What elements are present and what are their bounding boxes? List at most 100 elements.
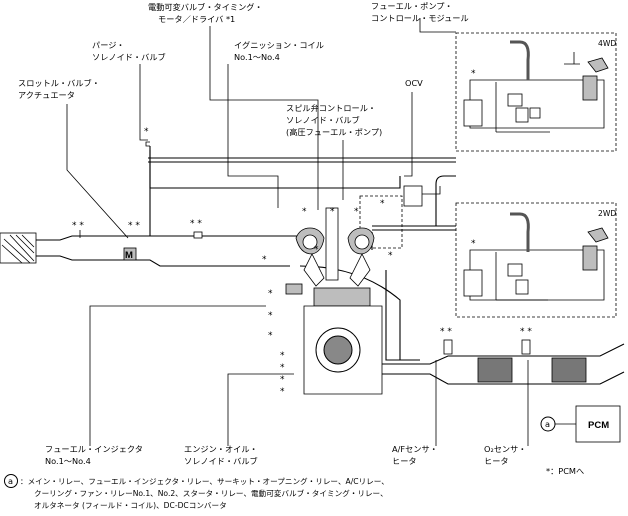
oil-valve-line1: エンジン・オイル・	[184, 444, 258, 454]
circle-a-pcm-text: a	[545, 419, 550, 429]
leader-injector	[89, 305, 266, 446]
purge-valve-body	[145, 141, 150, 147]
leader-throttle	[66, 104, 129, 239]
intake-pipe-bottom	[36, 255, 290, 267]
fuel-hose-4wd	[510, 40, 530, 80]
oil-line	[385, 270, 420, 361]
ast-engine-2: *	[268, 331, 273, 341]
ast-spill-star1: *	[380, 199, 385, 209]
spill-valve-line3: (高圧フューエル・ポンプ)	[286, 127, 382, 137]
label-injector: フューエル・インジェクタ No.1〜No.4	[45, 444, 143, 466]
injector-line2: No.1〜No.4	[45, 456, 91, 466]
vent-4wd	[564, 52, 580, 65]
leader-purge	[139, 64, 148, 141]
ast-spill-top: *	[354, 207, 359, 217]
tank-4wd-lines	[495, 82, 550, 133]
label-o2-sensor: O₂センサ・ ヒータ	[484, 444, 526, 466]
label-oil-valve: エンジン・オイル・ ソレノイド・バルブ	[184, 444, 258, 466]
fuel-pump-module-line1: フューエル・ポンプ・	[371, 1, 453, 11]
piston	[313, 287, 371, 307]
leader-fuel-module	[419, 18, 456, 33]
footnote: a ：メイン・リレー、フューエル・インジェクタ・リレー、サーキット・オープニング…	[4, 474, 389, 510]
spark-plug	[325, 207, 339, 281]
pump-part-2wd-b	[515, 279, 529, 295]
filler-neck-4wd	[587, 57, 609, 73]
fuel-tank-4wd: 4WD *	[455, 32, 617, 152]
vvt-motor-line2: モータ／ドライバ *1	[158, 14, 235, 24]
filler-pipe-4wd	[582, 75, 598, 101]
spill-valve-dashed-box	[359, 195, 403, 249]
o2-sensor-line1: O₂センサ・	[484, 444, 526, 454]
intake-pipe-top	[36, 235, 300, 241]
pump-part-4wd-a	[507, 93, 523, 107]
exhaust-pipe-bottom	[382, 371, 625, 385]
ast-injector: *	[268, 289, 273, 299]
pump-module-2wd	[463, 269, 483, 297]
purge-line	[149, 146, 401, 189]
footnote-marker: a	[8, 476, 13, 486]
catalyst-2	[551, 357, 587, 383]
ignition-coil-line1: イグニッション・コイル	[234, 40, 324, 50]
ast-engine-6: *	[280, 387, 285, 397]
intake-port	[303, 253, 325, 287]
throttle-line2: アクチュエータ	[18, 90, 75, 100]
throttle-line1: スロットル・バルブ・	[18, 78, 100, 88]
fuel-tank-2wd: 2WD *	[455, 202, 617, 318]
ast-intake-2: * *	[128, 221, 140, 231]
ast-engine-4: *	[280, 363, 285, 373]
footnote-line3: オルタネータ (フィールド・コイル)、DC-DCコンバータ	[34, 501, 227, 510]
tank-2wd-lines	[495, 252, 548, 301]
purge-valve-line2: ソレノイド・バルブ	[92, 52, 166, 62]
ast-engine-3: *	[280, 351, 285, 361]
exhaust-pipe-top	[382, 343, 625, 365]
filler-neck-2wd	[587, 227, 609, 243]
pump-part-4wd-c	[529, 107, 541, 119]
ast-cam-left: *	[262, 255, 267, 265]
footnote-circle	[4, 474, 18, 488]
engine-block: * * * * * * * * * * * * *	[262, 207, 393, 397]
label-ignition-coil: イグニッション・コイル No.1〜No.4	[234, 40, 324, 62]
ocv-body	[403, 185, 423, 207]
leader-vvt	[209, 26, 319, 210]
pump-part-4wd-b	[515, 107, 529, 123]
pump-part-2wd-a	[507, 263, 523, 277]
af-sensor	[443, 339, 453, 355]
throttle-motor-body	[123, 247, 137, 261]
label-throttle: スロットル・バルブ・ アクチュエータ	[18, 78, 100, 100]
ast-engine-1: *	[268, 311, 273, 321]
label-spill-valve: スピル弁コントロール・ ソレノイド・バルブ (高圧フューエル・ポンプ)	[286, 103, 382, 137]
filler-pipe-2wd	[582, 245, 598, 271]
spill-valve-line1: スピル弁コントロール・	[286, 103, 376, 113]
ast-4wd: *	[471, 69, 476, 79]
af-sensor-line2: ヒータ	[392, 456, 417, 466]
pcm-box	[575, 405, 621, 443]
throttle-motor-label: M	[125, 250, 133, 261]
fuel-line-link	[435, 175, 456, 226]
air-filter-hatch	[1, 234, 35, 264]
af-sensor-line1: A/Fセンサ・	[392, 444, 438, 454]
box-4wd	[455, 32, 617, 152]
leader-oil-valve	[227, 373, 294, 446]
label-4wd: 4WD	[598, 39, 616, 48]
ast-cam-top: *	[302, 207, 307, 217]
air-filter-housing	[0, 232, 37, 264]
ast-purge: *	[144, 127, 149, 137]
ast-engine-5: *	[280, 375, 285, 385]
cam-right-gear	[354, 234, 370, 250]
pcm-unit: PCM a	[540, 405, 621, 443]
label-to-pcm: *：PCMへ	[546, 466, 584, 476]
intake-sensor-3	[193, 231, 203, 239]
ast-af: * *	[440, 327, 452, 337]
spill-valve-line2: ソレノイド・バルブ	[286, 115, 360, 125]
ast-plug-top: *	[330, 207, 335, 217]
box-2wd	[455, 202, 617, 318]
leader-ocv	[404, 92, 413, 177]
ignition-coil-line2: No.1〜No.4	[234, 52, 280, 62]
ast-intake-3: * *	[190, 219, 202, 229]
label-af-sensor: A/Fセンサ・ ヒータ	[392, 444, 438, 466]
ast-intake-1: * *	[72, 221, 84, 231]
ast-cam-mid: *	[314, 245, 319, 255]
exhaust-port	[349, 253, 371, 287]
oil-valve-line2: ソレノイド・バルブ	[184, 456, 258, 466]
label-2wd: 2WD	[598, 209, 616, 218]
